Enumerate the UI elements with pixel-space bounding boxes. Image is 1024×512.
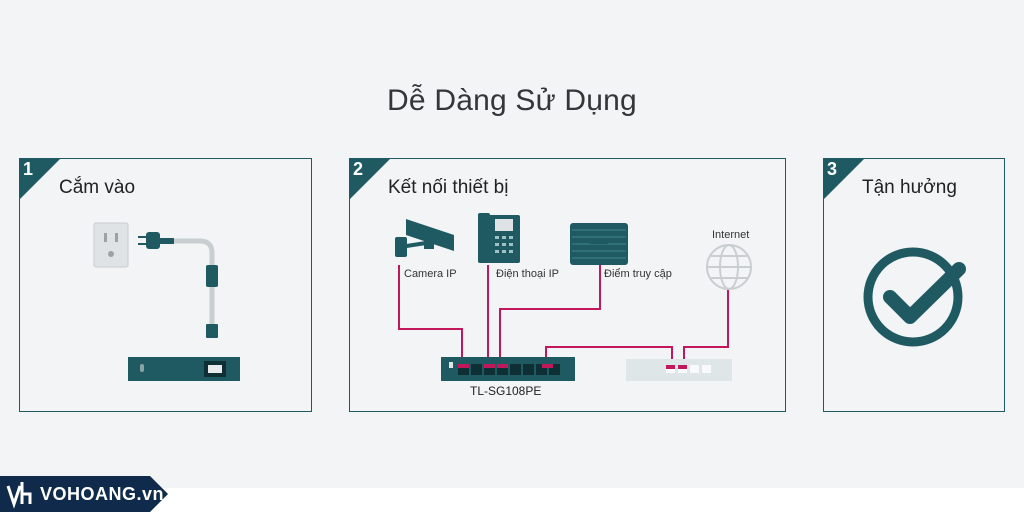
ip-phone-icon (478, 213, 520, 263)
router-icon (626, 359, 732, 381)
switch-front-icon (441, 357, 575, 381)
step-number: 2 (353, 159, 364, 179)
brand-logo[interactable] (0, 476, 168, 512)
access-point-label: Điểm truy cập (604, 268, 672, 280)
camera-icon (395, 219, 454, 257)
step-number-badge (20, 159, 60, 199)
switch-model-label: TL-SG108PE (470, 384, 541, 398)
step-label: Kết nối thiết bị (388, 177, 509, 198)
step-card-plug-in: 1 Cắm vào (19, 158, 312, 412)
step-card-enjoy: 3 Tận hưởng (823, 158, 1005, 412)
step-number-badge (824, 159, 864, 199)
step-number: 1 (23, 159, 34, 179)
step-label: Cắm vào (59, 177, 136, 198)
checkmark-icon (863, 247, 966, 347)
switch-rear-icon (128, 357, 240, 381)
plug-in-illustration (93, 222, 240, 381)
brand-logo-text: VOHOANG.vn (40, 484, 165, 504)
power-plug-icon (138, 232, 218, 338)
globe-icon (706, 244, 752, 290)
camera-label: Camera IP (404, 268, 457, 280)
access-point-icon (570, 223, 628, 265)
ethernet-cables (398, 265, 729, 362)
page-title: Dễ Dàng Sử Dụng (387, 84, 637, 117)
step-label: Tận hưởng (862, 177, 957, 198)
ip-phone-label: Điện thoại IP (496, 268, 559, 280)
wall-outlet-icon (93, 222, 129, 268)
footer-strip (0, 488, 1024, 512)
internet-label: Internet (712, 229, 749, 241)
step-number: 3 (827, 159, 838, 179)
step-card-connect-devices: 2 Kết nối thiết bị Camera IP (349, 158, 786, 412)
connect-devices-illustration: Camera IP Điện thoại IP Điểm truy cập (395, 213, 752, 398)
step-number-badge (350, 159, 390, 199)
